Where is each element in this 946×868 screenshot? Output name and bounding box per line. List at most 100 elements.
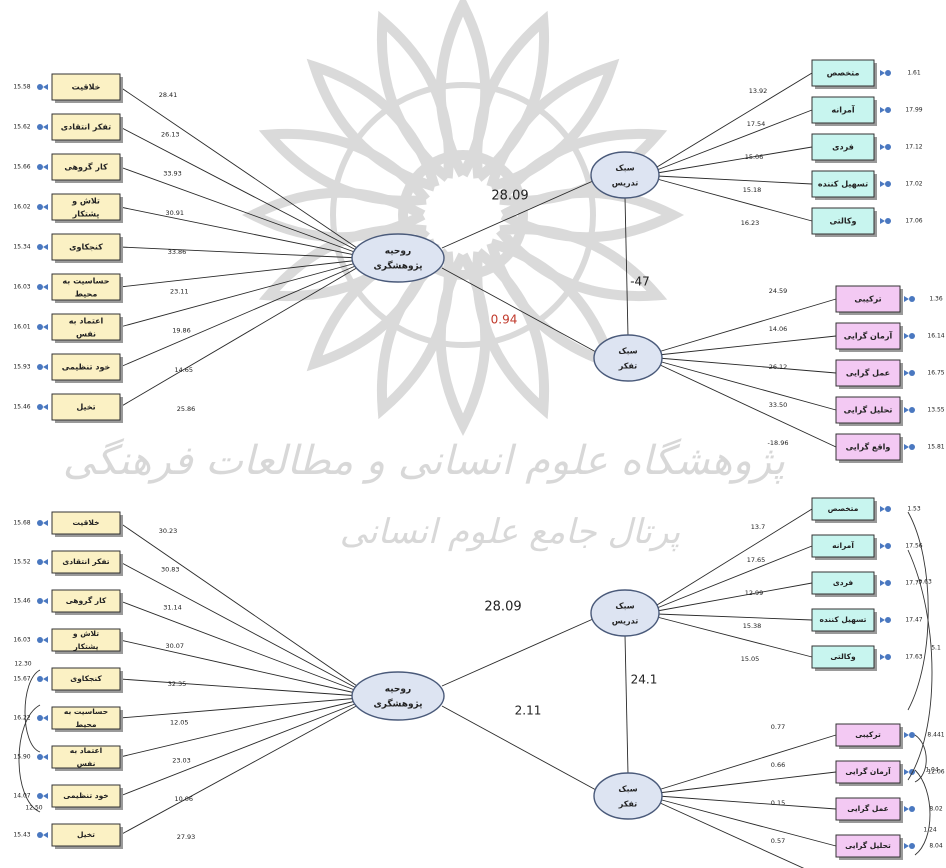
- left-indicator-4-box: [51, 233, 121, 261]
- think-indicator-3-box: [835, 396, 901, 424]
- left-error-arrow-3-head: [43, 637, 48, 643]
- think-loading-line-1: [657, 335, 837, 356]
- left-loading-value-2: 31.14: [163, 604, 182, 612]
- left-loading-value-7: 10.06: [174, 795, 193, 803]
- teach-error-arrow-0-dot: [885, 506, 891, 512]
- left-error-value-8: 15.43: [13, 832, 30, 839]
- teach-loading-value-2: 12.99: [745, 589, 764, 597]
- think-error-arrow-3: [904, 843, 915, 849]
- teach-error-arrow-3-head: [880, 617, 885, 623]
- think-error-value-2: 16.75: [927, 370, 944, 377]
- teach-indicator-2-label: فردی: [832, 143, 854, 152]
- teach-indicator-4-label: وکالتی: [830, 652, 856, 661]
- think-loading-line-4: [657, 801, 805, 868]
- left-loading-line-3: [119, 639, 361, 695]
- teach-error-value-3: 17.02: [905, 181, 922, 188]
- logo-center-ring: [398, 150, 528, 280]
- teach-loading-line-3: [656, 613, 813, 621]
- teach-loading-line-2: [656, 582, 813, 612]
- left-loading-line-4: [119, 678, 361, 697]
- left-loading-value-1: 30.83: [161, 565, 180, 573]
- left-indicator-8: تخیل: [51, 393, 123, 423]
- teach-indicator-0-box: [811, 497, 875, 521]
- left-error-arrow-1: [37, 559, 48, 565]
- teach-error-arrow-4-head: [880, 654, 885, 660]
- teach-loading-line-1: [656, 545, 813, 609]
- latent-teaching-label-2: تدریس: [612, 179, 639, 189]
- left-error-value-2: 15.66: [13, 164, 30, 171]
- teach-error-value-1: 17.99: [905, 107, 922, 114]
- left-error-arrow-1-head: [43, 559, 48, 565]
- think-loading-line-0: [657, 298, 837, 353]
- teach-loading-line-4: [656, 178, 813, 222]
- path-research-teaching: [441, 618, 594, 687]
- teach-indicator-3-box: [811, 170, 875, 198]
- latent-teaching-label-1: سبک: [615, 602, 634, 611]
- teach-error-arrow-0-head: [880, 70, 885, 76]
- left-indicator-1-label: تفکر انتقادی: [61, 123, 111, 132]
- teach-error-arrow-2: [880, 144, 891, 150]
- left-loading-value-5: 23.11: [170, 287, 189, 295]
- teach-error-arrow-3: [880, 617, 891, 623]
- left-indicator-6-label-line2: نفس: [76, 330, 96, 340]
- teach-error-value-2: 17.77: [905, 580, 922, 587]
- left-indicator-5-label-line1: حساسیت به: [62, 277, 109, 286]
- left-indicator-4-label: کنجکاوی: [69, 243, 103, 252]
- think-indicator-2-box: [835, 359, 901, 387]
- think-error-arrow-3: [904, 407, 915, 413]
- left-error-arrow-7-head: [43, 793, 48, 799]
- left-error-arrow-7-dot: [37, 793, 43, 799]
- think-loading-value-1: 14.06: [769, 325, 788, 333]
- left-error-arrow-2-dot: [37, 598, 43, 604]
- teach-indicator-4-box: [811, 207, 875, 235]
- think-indicator-0: ترکیبی: [835, 285, 903, 315]
- left-indicator-7: خود تنظیمی: [51, 784, 123, 810]
- right-cov-arc-3: [914, 769, 931, 856]
- latent-research-shape: [351, 233, 445, 283]
- left-error-arrow-7: [37, 793, 48, 799]
- left-indicator-1-box: [51, 550, 121, 574]
- teach-error-arrow-1: [880, 543, 891, 549]
- left-error-arrow-6: [37, 324, 48, 330]
- left-loading-value-4: 33.86: [168, 248, 187, 256]
- think-indicator-3-box: [835, 834, 901, 858]
- left-error-arrow-5-head: [43, 284, 48, 290]
- think-indicator-0-label: ترکیبی: [855, 730, 881, 739]
- think-error-arrow-2-dot: [909, 370, 915, 376]
- logo-petals: [241, 0, 685, 437]
- think-indicator-2-box: [835, 797, 901, 821]
- think-error-value-3: 8.04: [929, 843, 943, 850]
- teach-indicator-3-label: تسهیل کننده: [819, 615, 866, 624]
- left-indicator-1-box: [51, 113, 121, 141]
- think-error-arrow-3-head: [904, 407, 909, 413]
- think-indicator-0-box: [835, 723, 901, 747]
- teach-error-arrow-1-dot: [885, 107, 891, 113]
- left-error-value-3: 16.02: [13, 204, 30, 211]
- left-loading-line-5: [119, 697, 361, 719]
- teach-loading-line-0: [656, 72, 813, 168]
- teach-error-value-4: 17.63: [905, 654, 922, 661]
- teach-loading-value-0: 13.92: [749, 87, 768, 95]
- teach-loading-line-1: [656, 109, 813, 171]
- left-indicator-8-box: [51, 393, 121, 421]
- left-indicator-7-label: خود تنظیمی: [63, 791, 108, 800]
- think-indicator-1-box: [835, 760, 901, 784]
- think-indicator-0-label: ترکیبی: [854, 295, 881, 304]
- think-loading-value-3: 0.57: [771, 837, 785, 845]
- teach-error-arrow-4-dot: [885, 654, 891, 660]
- left-indicator-6-label-line2: نفس: [77, 759, 96, 768]
- think-loading-line-2: [657, 795, 837, 810]
- left-indicator-3-box: [51, 628, 121, 652]
- left-indicator-1-label: تفکر انتقادی: [62, 557, 109, 566]
- left-error-arrow-1-dot: [37, 124, 43, 130]
- left-error-arrow-8-head: [43, 832, 48, 838]
- left-error-arrow-7-head: [43, 364, 48, 370]
- teach-error-arrow-3-head: [880, 181, 885, 187]
- left-loading-line-0: [119, 86, 361, 251]
- teach-error-arrow-4: [880, 218, 891, 224]
